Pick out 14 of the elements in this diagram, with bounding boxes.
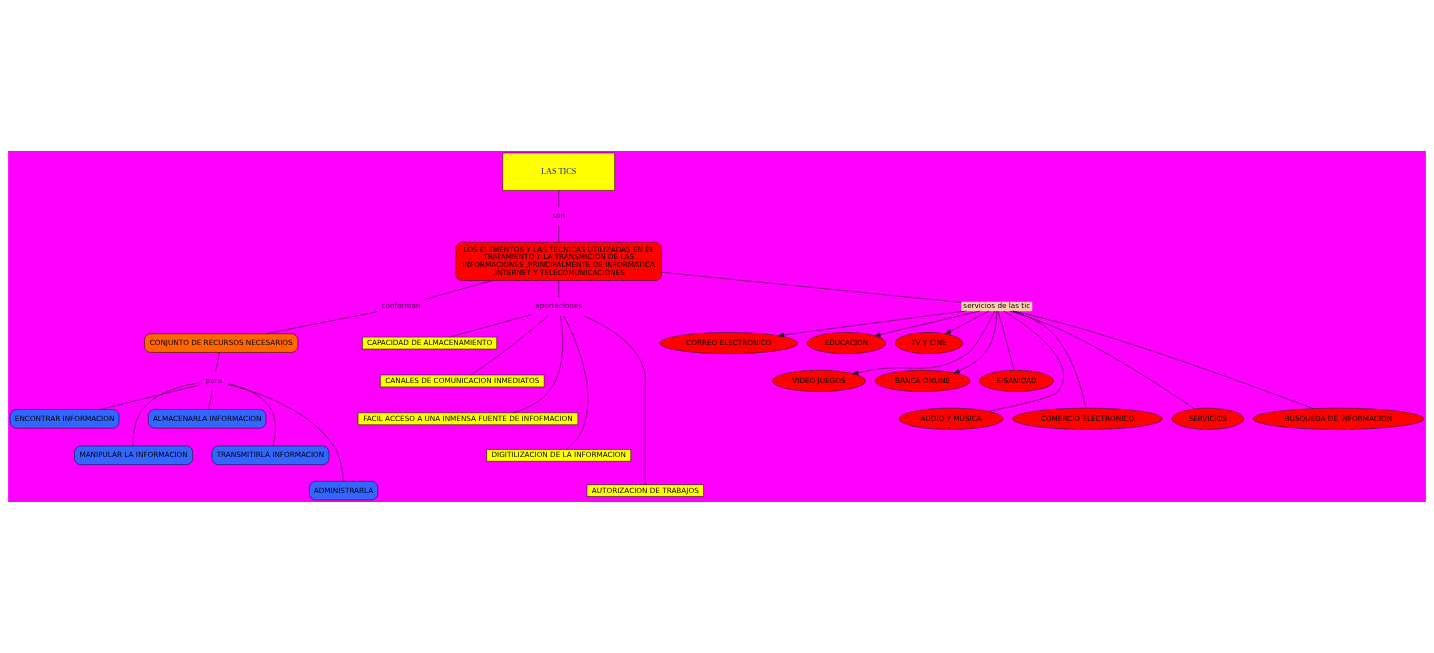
arrow: [852, 310, 995, 375]
connector: [1013, 310, 1314, 409]
arrow: [874, 310, 981, 337]
connector: [227, 384, 344, 482]
arrow: [778, 310, 967, 338]
connector: [1012, 310, 1087, 409]
connector: [132, 382, 201, 447]
arrow: [953, 310, 998, 374]
connector: [227, 383, 276, 447]
arrow: [945, 310, 990, 335]
connector: [265, 311, 378, 334]
node-box: LAS TICS: [502, 152, 615, 191]
connector: [100, 384, 201, 410]
connector: [1009, 310, 1195, 410]
